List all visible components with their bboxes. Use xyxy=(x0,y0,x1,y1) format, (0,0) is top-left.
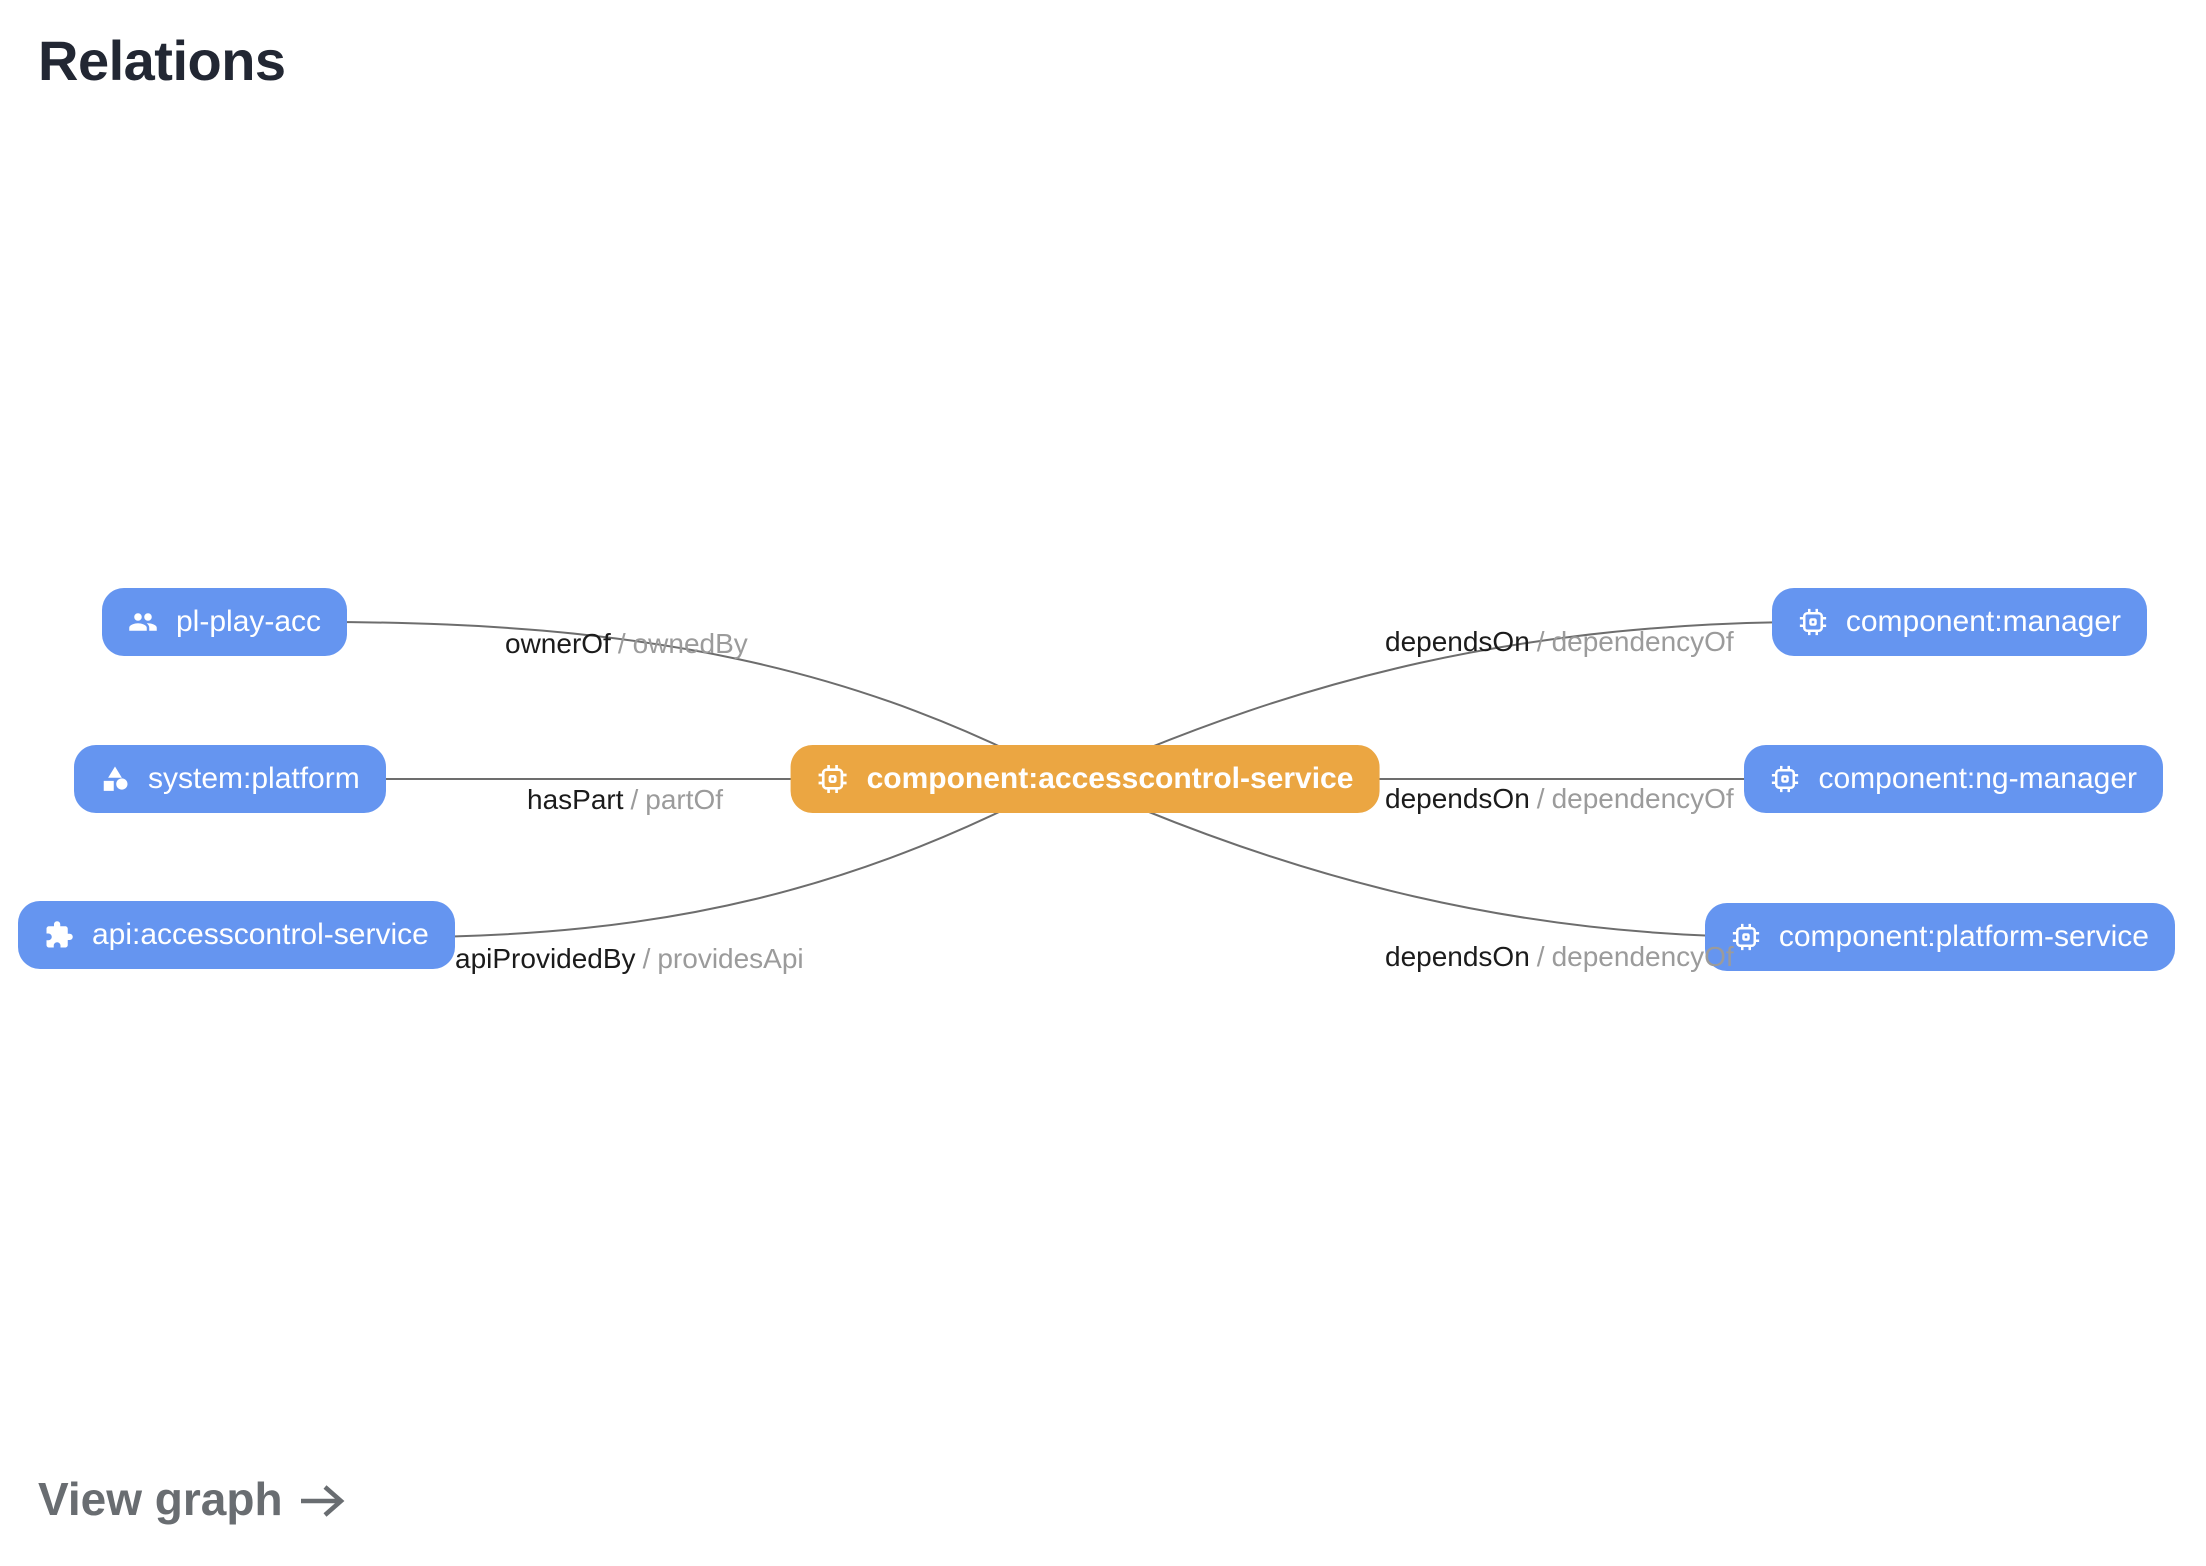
edge-label-apiProvidedBy: apiProvidedBy/providesApi xyxy=(455,943,804,975)
relation-text: ownerOf xyxy=(505,628,611,659)
node-component-ng-manager[interactable]: component:ng-manager xyxy=(1744,745,2163,813)
relation-text: dependsOn xyxy=(1385,626,1530,657)
arrow-right-icon xyxy=(299,1479,345,1519)
node-component-manager[interactable]: component:manager xyxy=(1771,588,2147,656)
extension-icon xyxy=(44,920,74,950)
edge-dependsOn-3 xyxy=(1084,784,1776,938)
relation-separator: / xyxy=(642,943,651,974)
edge-label-dependsOn-2: dependsOn/dependencyOf xyxy=(1385,783,1734,815)
node-pl-play-acc[interactable]: pl-play-acc xyxy=(102,588,348,656)
node-system-platform[interactable]: system:platform xyxy=(74,745,386,813)
relation-separator: / xyxy=(1536,783,1545,814)
node-api-accesscontrol-service[interactable]: api:accesscontrol-service xyxy=(18,901,455,969)
relation-separator: / xyxy=(617,628,626,659)
edge-label-dependsOn-3: dependsOn/dependencyOf xyxy=(1385,941,1734,973)
inverse-relation-text: dependencyOf xyxy=(1551,783,1734,814)
edge-apiProvidedBy xyxy=(399,767,1086,938)
node-label: api:accesscontrol-service xyxy=(92,918,429,951)
edge-label-dependsOn-1: dependsOn/dependencyOf xyxy=(1385,626,1734,658)
node-component-platform-service[interactable]: component:platform-service xyxy=(1704,903,2175,971)
category-icon xyxy=(100,764,130,794)
view-graph-link[interactable]: View graph xyxy=(38,1472,345,1526)
inverse-relation-text: ownedBy xyxy=(632,628,748,659)
relation-separator: / xyxy=(1536,941,1545,972)
node-label: system:platform xyxy=(148,762,360,795)
group-icon xyxy=(128,607,158,637)
node-label: component:manager xyxy=(1845,605,2121,638)
inverse-relation-text: partOf xyxy=(645,784,724,815)
node-label: component:accesscontrol-service xyxy=(866,762,1354,795)
node-label: pl-play-acc xyxy=(176,605,322,638)
inverse-relation-text: dependencyOf xyxy=(1551,941,1734,972)
page-title: Relations xyxy=(38,29,286,92)
memory-icon xyxy=(1731,922,1761,952)
relation-text: dependsOn xyxy=(1385,941,1530,972)
memory-icon xyxy=(1770,764,1800,794)
edge-dependsOn-1 xyxy=(1084,621,1816,776)
relation-separator: / xyxy=(630,784,639,815)
inverse-relation-text: dependencyOf xyxy=(1551,626,1734,657)
relation-text: hasPart xyxy=(527,784,624,815)
node-label: component:ng-manager xyxy=(1818,762,2137,795)
node-label: component:platform-service xyxy=(1778,920,2149,953)
view-graph-label: View graph xyxy=(38,1473,283,1525)
memory-icon xyxy=(817,763,849,795)
edge-label-ownerOf: ownerOf/ownedBy xyxy=(505,628,748,660)
memory-icon xyxy=(1798,607,1828,637)
relation-text: dependsOn xyxy=(1385,783,1530,814)
edge-label-hasPart: hasPart/partOf xyxy=(527,784,723,816)
node-component-accesscontrol-service[interactable]: component:accesscontrol-service xyxy=(790,745,1380,813)
relation-separator: / xyxy=(1536,626,1545,657)
edge-ownerOf xyxy=(319,621,1086,791)
relation-text: apiProvidedBy xyxy=(455,943,636,974)
inverse-relation-text: providesApi xyxy=(657,943,804,974)
